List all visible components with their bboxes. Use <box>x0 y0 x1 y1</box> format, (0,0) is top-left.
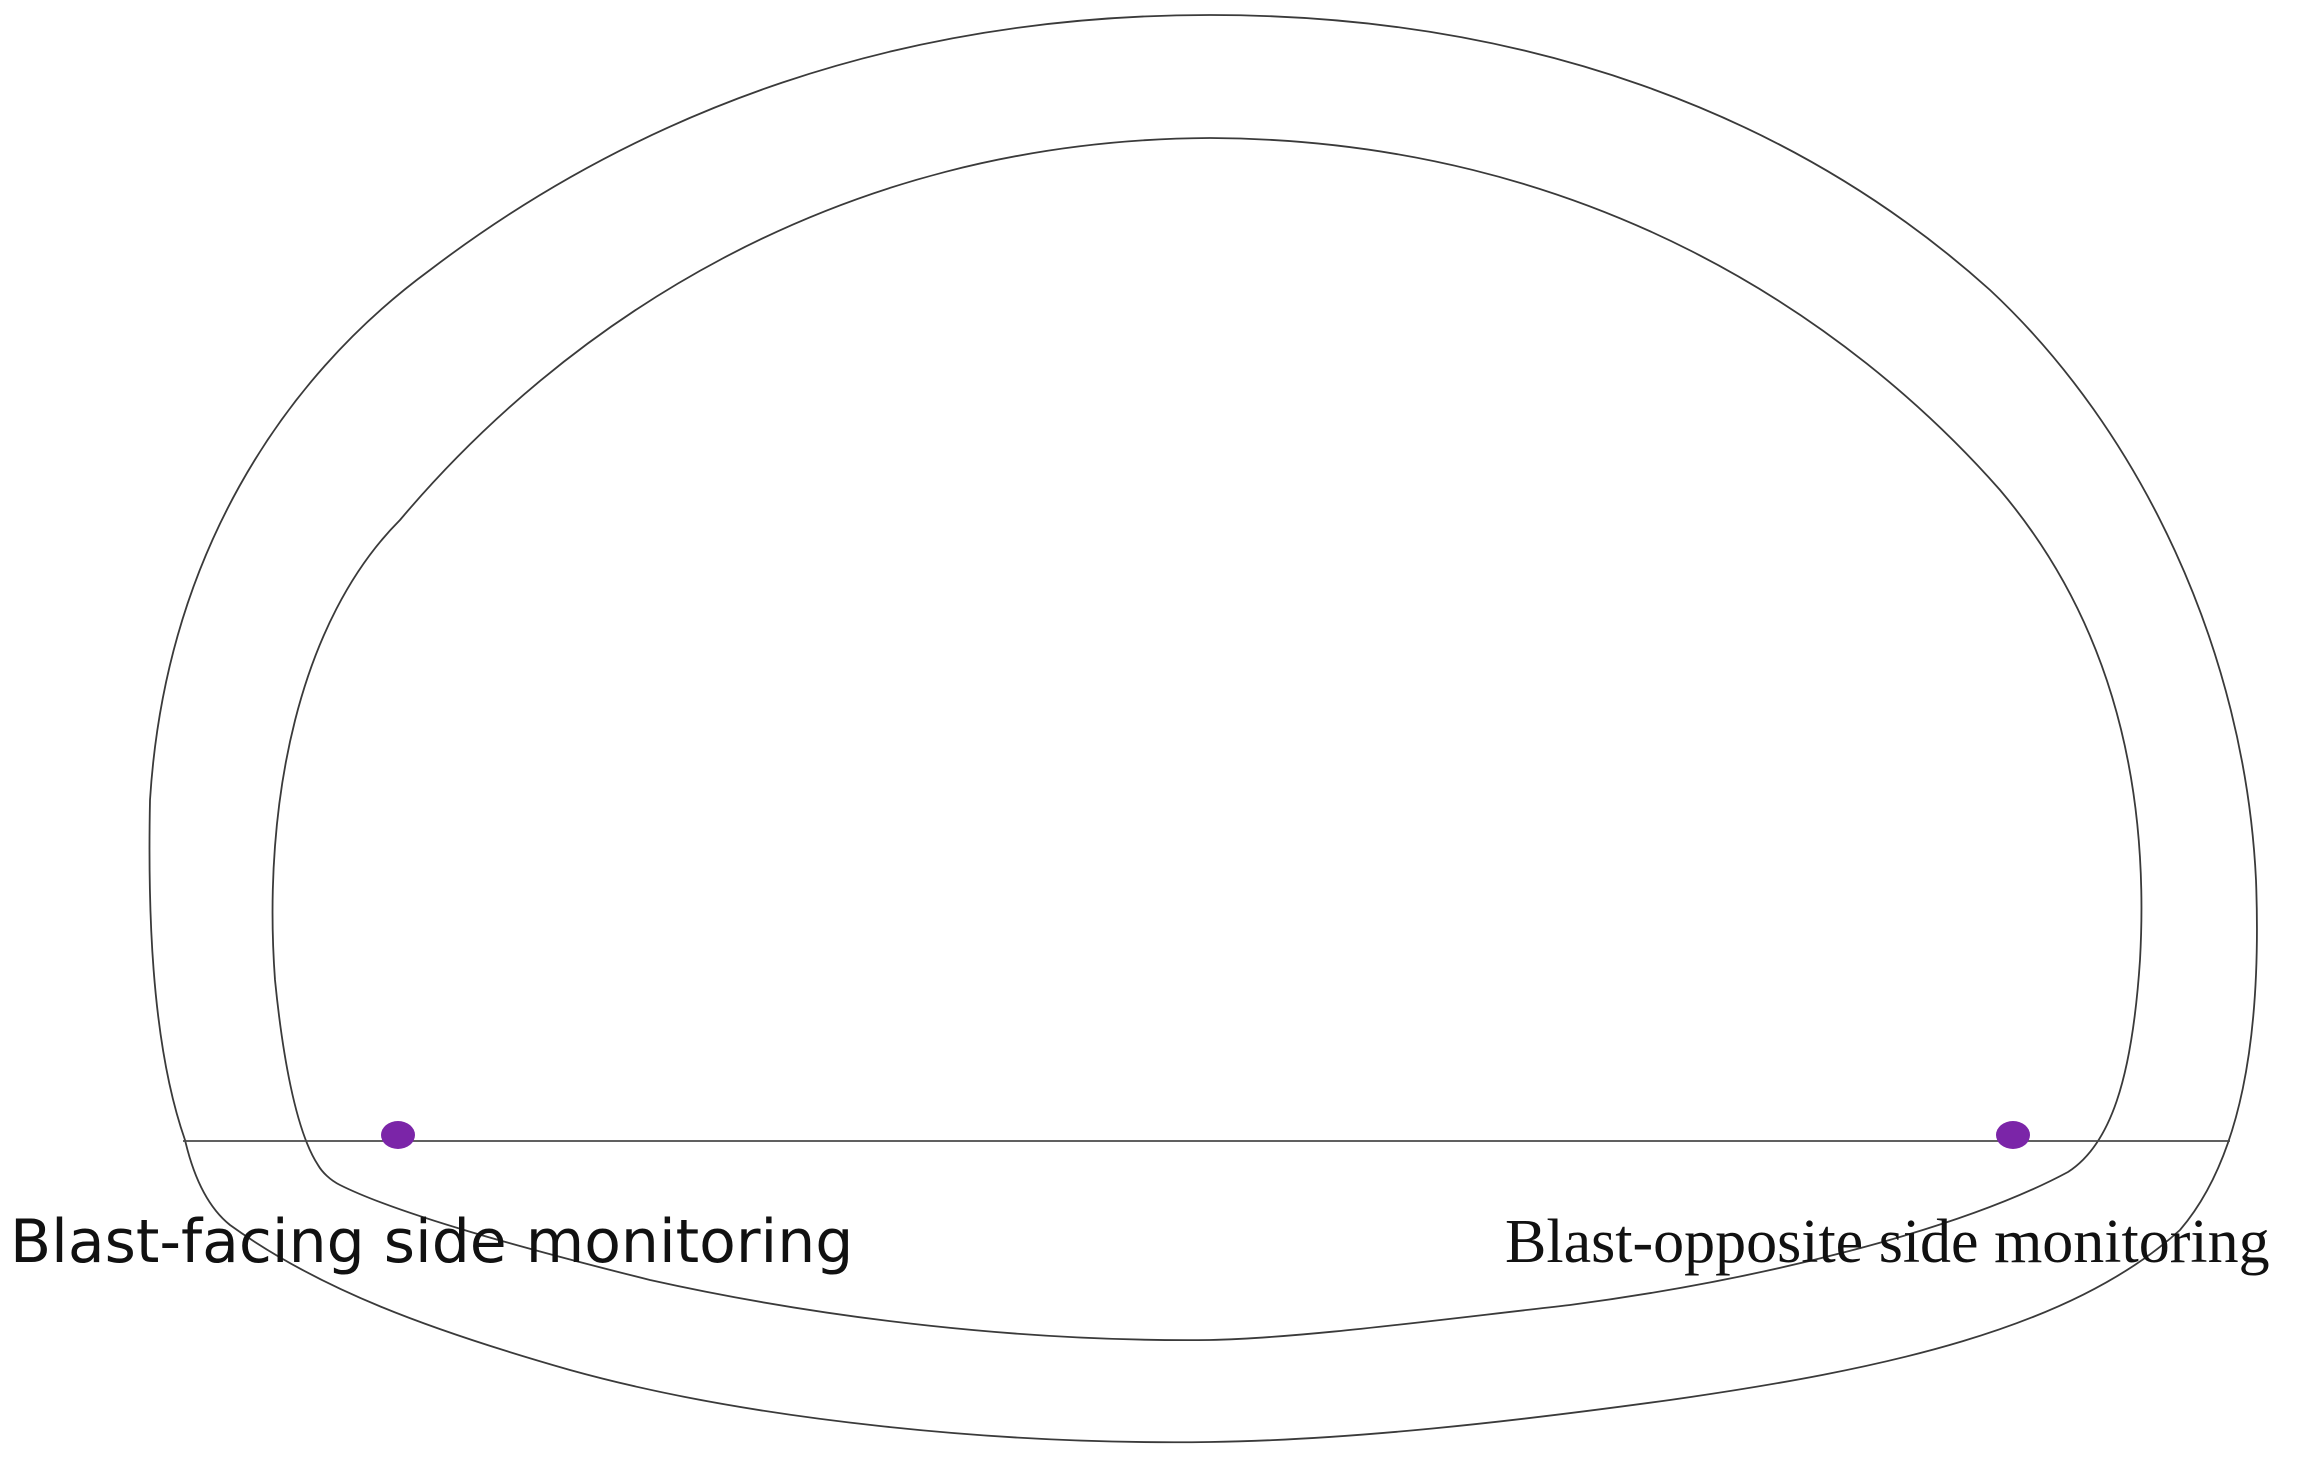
blast-opposite-monitoring-point <box>1996 1121 2030 1149</box>
outer-lining-contour <box>148 14 2258 1444</box>
blast-facing-monitoring-point <box>381 1121 415 1149</box>
blast-opposite-label: Blast-opposite side monitoring <box>1505 1208 2270 1276</box>
inner-lining-contour <box>271 137 2143 1342</box>
blast-facing-label: Blast-facing side monitoring <box>10 1207 853 1277</box>
